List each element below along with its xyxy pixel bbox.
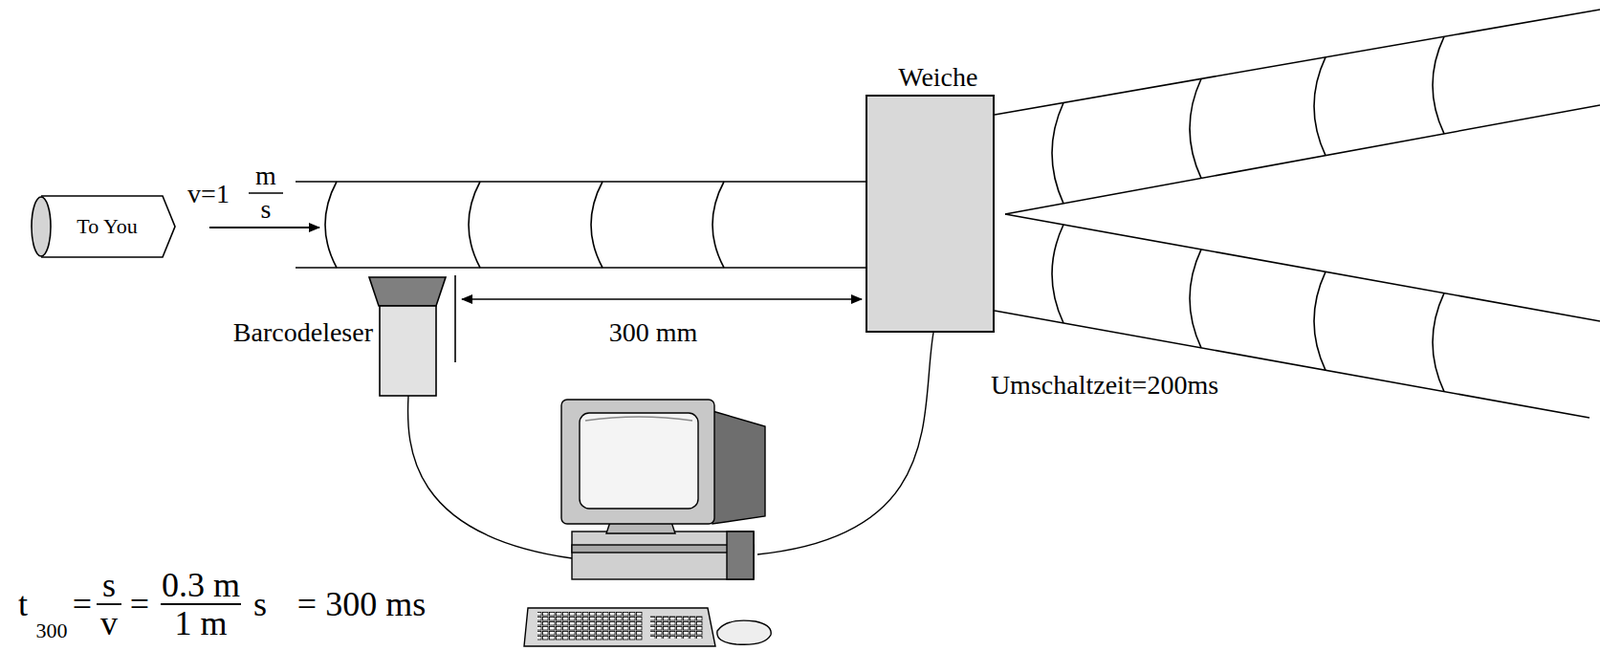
main-conveyor	[295, 181, 866, 268]
formula-numerator: 0.3 m	[161, 568, 241, 603]
package-label: To You	[76, 216, 137, 238]
formula-unit: s	[253, 587, 267, 622]
dimension-label: 300 mm	[609, 319, 699, 347]
dimension-arrow	[461, 298, 862, 301]
formula-denominator: v	[100, 606, 118, 641]
formula-symbol: t	[18, 587, 28, 622]
fraction-bar	[96, 603, 122, 606]
formula-operator: =	[72, 587, 92, 622]
switch-box: Weiche	[865, 94, 995, 333]
formula-operator: =	[130, 587, 150, 622]
package: To You	[30, 196, 176, 258]
formula-result: = 300 ms	[297, 587, 426, 622]
reader-shape	[369, 277, 446, 396]
formula-denominator: 1 m	[174, 606, 227, 641]
velocity-label: v=1	[187, 180, 230, 208]
unit-denominator: s	[261, 196, 272, 223]
computer	[524, 399, 771, 647]
unit-numerator: m	[255, 162, 277, 190]
fraction-bar	[160, 603, 242, 606]
branch-conveyors	[994, 9, 1600, 418]
switch-time-note: Umschaltzeit=200ms	[990, 372, 1219, 399]
barcode-reader: Barcodeleser	[369, 277, 446, 396]
formula-subscript: 300	[36, 620, 68, 642]
extension-line	[454, 275, 457, 363]
velocity-arrow	[209, 226, 320, 229]
fraction-bar	[248, 192, 284, 195]
reader-label: Barcodeleser	[233, 319, 373, 347]
box-heading: Weiche	[898, 64, 978, 91]
switch-wire	[757, 332, 934, 555]
reader-wire	[408, 395, 572, 559]
formula-numerator: s	[102, 568, 116, 603]
